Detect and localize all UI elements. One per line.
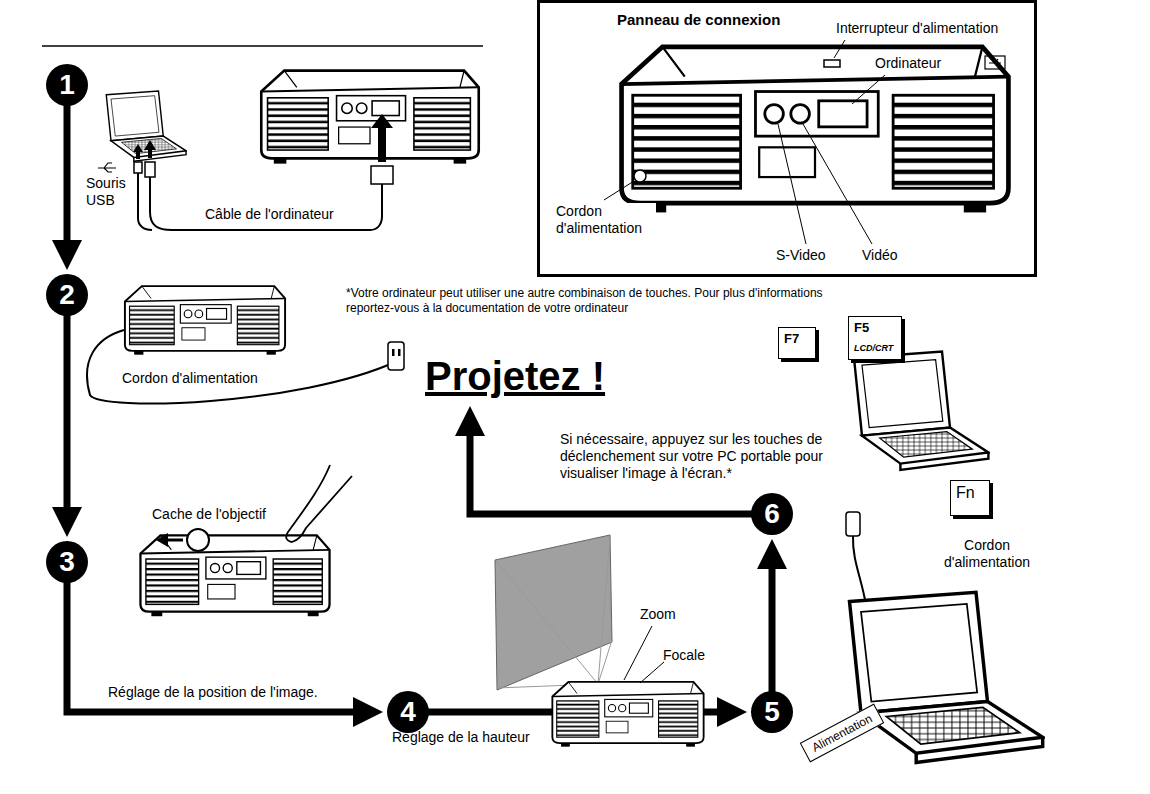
panel-title: Panneau de connexion	[617, 11, 780, 29]
step-number: 6	[751, 493, 793, 535]
step-digit: 5	[764, 696, 780, 728]
label-anchor: Cordon d'alimentation	[935, 537, 1039, 571]
part-label: Interrupteur d'alimentation	[836, 20, 998, 37]
arrow-head	[757, 539, 787, 569]
key-cap: F5LCD/CRT	[848, 316, 902, 360]
text-label: Cache de l'objectif	[152, 506, 266, 523]
label-anchor: Panneau de connexion	[617, 11, 780, 29]
arrow-head	[52, 240, 82, 270]
label-anchor: Interrupteur d'alimentation	[836, 20, 998, 37]
arrow-head	[717, 697, 747, 727]
step-number: 1	[46, 64, 88, 106]
text-label: Cordon d'alimentation	[935, 537, 1039, 571]
label-anchor: Zoom	[640, 606, 676, 623]
text-label: Câble de l'ordinateur	[205, 206, 334, 223]
arrow-head	[455, 406, 485, 436]
text-label: Cordon d'alimentation	[122, 370, 258, 387]
label-anchor: Cache de l'objectif	[152, 506, 266, 523]
result-title: Projetez !	[425, 352, 605, 400]
tag-label: Alimentation	[810, 711, 875, 754]
part-label: Vidéo	[862, 247, 898, 264]
arrow-head	[353, 697, 383, 727]
label-anchor: *Votre ordinateur peut utiliser une autr…	[346, 286, 846, 316]
text-label: Si nécessaire, appuyez sur les touches d…	[560, 431, 825, 482]
result-text: Projetez !	[425, 352, 605, 400]
label-anchor: Réglage de la position de l'image.	[108, 684, 318, 701]
label-anchor: Cordon d'alimentation	[122, 370, 258, 387]
key-cap: F7	[778, 327, 816, 359]
flow-arrow	[757, 539, 787, 693]
label-anchor: Souris USB	[86, 175, 138, 209]
step-number: 5	[751, 691, 793, 733]
flow-arrow	[52, 314, 82, 537]
key-label: F5	[854, 320, 869, 335]
step-digit: 2	[59, 279, 75, 311]
step-digit: 3	[59, 546, 75, 578]
step-number: 2	[46, 274, 88, 316]
label-anchor: Vidéo	[862, 247, 898, 264]
label-anchor: Focale	[663, 647, 705, 664]
text-label: Zoom	[640, 606, 676, 623]
label-anchor: Réglage de la hauteur	[392, 729, 530, 746]
flow-line	[64, 104, 71, 242]
step-digit: 1	[59, 69, 75, 101]
flow-arrow	[52, 104, 82, 270]
text-label: *Votre ordinateur peut utiliser une autr…	[346, 286, 846, 316]
edge-label: Réglage de la position de l'image.	[108, 684, 318, 701]
part-label: S-Video	[776, 247, 826, 264]
part-label: Cordon d'alimentation	[556, 203, 656, 237]
key-tag: Alimentation	[800, 704, 885, 763]
step-digit: 6	[764, 498, 780, 530]
label-anchor: Cordon d'alimentation	[556, 203, 656, 237]
key-cap: Fn	[950, 480, 990, 516]
key-label: LCD/CRT	[854, 343, 893, 354]
key-label: F7	[784, 331, 799, 346]
label-anchor: S-Video	[776, 247, 826, 264]
step-digit: 4	[400, 696, 416, 728]
step-number: 3	[46, 541, 88, 583]
key-label: Fn	[956, 484, 975, 502]
label-anchor: Si nécessaire, appuyez sur les touches d…	[560, 431, 825, 482]
text-label: Focale	[663, 647, 705, 664]
arrow-head	[52, 507, 82, 537]
text-label: Souris USB	[86, 175, 138, 209]
flow-line	[769, 567, 776, 693]
flow-line	[64, 314, 71, 509]
label-anchor: Ordinateur	[875, 55, 941, 72]
connection-panel: Panneau de connexionInterrupteur d'alime…	[537, 0, 1037, 277]
part-label: Ordinateur	[875, 55, 941, 72]
step-number: 4	[387, 691, 429, 733]
label-anchor: Câble de l'ordinateur	[205, 206, 334, 223]
text-label: Réglage de la hauteur	[392, 729, 530, 746]
